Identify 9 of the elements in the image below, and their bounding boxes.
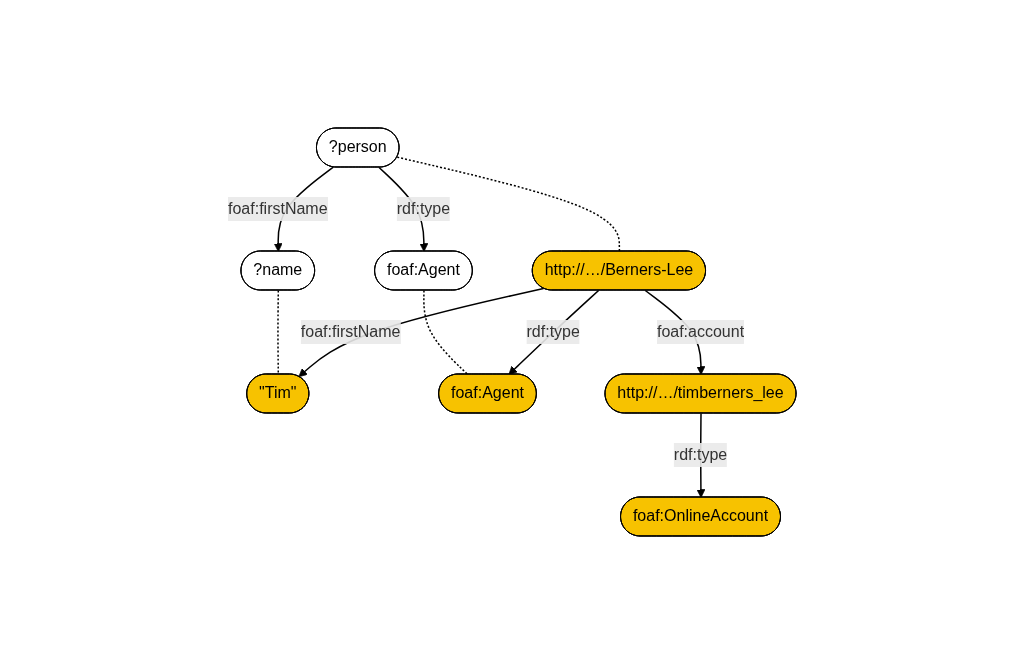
edge-label: foaf:account — [657, 322, 745, 340]
edge-label: rdf:type — [527, 322, 581, 340]
edge-label: foaf:firstName — [228, 200, 329, 217]
connector — [397, 156, 621, 253]
edge-label: rdf:type — [674, 445, 728, 463]
edge-label: rdf:type — [397, 200, 451, 217]
arrow — [298, 287, 545, 378]
arrow — [508, 289, 600, 375]
edge-label: foaf:firstName — [301, 322, 401, 340]
